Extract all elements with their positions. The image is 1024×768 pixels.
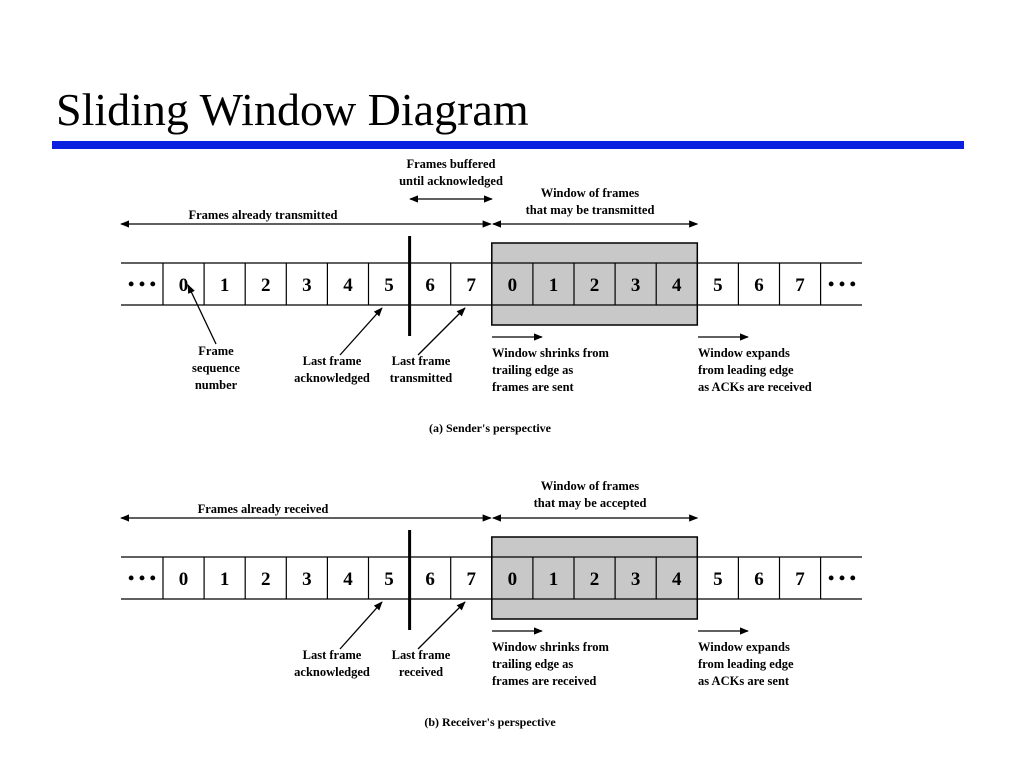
- panel-caption: (a) Sender's perspective: [429, 421, 552, 435]
- frame-cell-number: 2: [261, 275, 271, 296]
- frame-cell-number: 7: [795, 569, 805, 590]
- frame-cell-number: 7: [795, 275, 805, 296]
- buffer-label-line: Frames buffered: [407, 157, 496, 171]
- sequence-pointer-arrow: [187, 284, 217, 345]
- frame-cell-number: 6: [754, 275, 764, 296]
- frame-cell-number: 0: [179, 569, 189, 590]
- frame-cell-number: 7: [467, 569, 477, 590]
- expand-label-line: as ACKs are received: [698, 380, 812, 394]
- frame-cell-number: 4: [672, 275, 682, 296]
- shrink-label-line: Window shrinks from: [492, 640, 610, 654]
- title-underline: [52, 141, 964, 149]
- expand-label-line: from leading edge: [698, 363, 794, 377]
- panel-receiver: • • • • • • 0 1 2 3 4 5 6 7 0 1 2 3 4 5 6 7 Frames already…: [120, 479, 862, 729]
- ellipsis-right: • • •: [828, 568, 856, 588]
- shrink-label-line: trailing edge as: [492, 657, 573, 671]
- frame-cell-number: 6: [425, 275, 435, 296]
- ellipsis-left: • • •: [128, 274, 156, 294]
- frame-cell-number: 3: [631, 569, 641, 590]
- left-span-label: Frames already transmitted: [188, 208, 337, 222]
- expand-label-line: Window expands: [698, 640, 790, 654]
- frame-cell-number: 1: [549, 569, 559, 590]
- frame-cell-number: 0: [508, 275, 518, 296]
- last-frame-pointer-arrow: [417, 601, 466, 650]
- frame-cell-number: 4: [672, 569, 682, 590]
- last-ack-label-line: acknowledged: [294, 371, 370, 385]
- shrink-label-line: trailing edge as: [492, 363, 573, 377]
- last-frame-label-line: Last frame: [392, 354, 451, 368]
- last-frame-label-line: transmitted: [390, 371, 453, 385]
- last-frame-pointer-arrow: [417, 307, 466, 356]
- expand-label-line: Window expands: [698, 346, 790, 360]
- sequence-label-line: sequence: [192, 361, 240, 375]
- last-ack-label-line: Last frame: [303, 648, 362, 662]
- window-label-line: that may be accepted: [534, 496, 647, 510]
- buffer-label-line: until acknowledged: [399, 174, 503, 188]
- frame-cell-number: 5: [384, 569, 394, 590]
- frame-cell-number: 2: [261, 569, 271, 590]
- frame-cell-number: 2: [590, 275, 600, 296]
- last-ack-pointer-arrow: [339, 307, 383, 356]
- panel-sender: • • • • • • 0 1 2 3 4 5 6 7 0 1 2 3 4 5 6 7 Frames already…: [120, 157, 862, 435]
- frame-cell-number: 1: [220, 569, 230, 590]
- shrink-label-line: frames are received: [492, 674, 596, 688]
- frame-cell-number: 4: [343, 569, 353, 590]
- last-ack-label-line: acknowledged: [294, 665, 370, 679]
- frame-cell-number: 1: [549, 275, 559, 296]
- last-frame-label-line: received: [399, 665, 443, 679]
- frame-cell-number: 4: [343, 275, 353, 296]
- frame-cell-number: 6: [754, 569, 764, 590]
- last-ack-pointer-arrow: [339, 601, 383, 650]
- sequence-label-line: Frame: [198, 344, 234, 358]
- window-label-line: Window of frames: [541, 479, 640, 493]
- frame-cell-number: 0: [508, 569, 518, 590]
- frame-cell-number: 5: [713, 569, 723, 590]
- left-span-label: Frames already received: [198, 502, 329, 516]
- frame-cell-number: 5: [384, 275, 394, 296]
- frame-cell-number: 3: [302, 569, 312, 590]
- ellipsis-left: • • •: [128, 568, 156, 588]
- window-label-line: Window of frames: [541, 186, 640, 200]
- panel-caption: (b) Receiver's perspective: [424, 715, 556, 729]
- frame-cell-number: 6: [425, 569, 435, 590]
- page-title: Sliding Window Diagram: [56, 84, 529, 135]
- frame-cell-number: 5: [713, 275, 723, 296]
- frame-cell-number: 1: [220, 275, 230, 296]
- expand-label-line: as ACKs are sent: [698, 674, 790, 688]
- sequence-label-line: number: [195, 378, 238, 392]
- frame-cell-number: 3: [631, 275, 641, 296]
- frame-cell-number: 0: [179, 275, 189, 296]
- frame-cell-number: 2: [590, 569, 600, 590]
- window-box: [491, 242, 699, 326]
- window-box: [491, 536, 699, 620]
- last-ack-label-line: Last frame: [303, 354, 362, 368]
- shrink-label-line: Window shrinks from: [492, 346, 610, 360]
- frame-cell-number: 7: [467, 275, 477, 296]
- expand-label-line: from leading edge: [698, 657, 794, 671]
- window-label-line: that may be transmitted: [526, 203, 655, 217]
- frame-cell-number: 3: [302, 275, 312, 296]
- shrink-label-line: frames are sent: [492, 380, 575, 394]
- ellipsis-right: • • •: [828, 274, 856, 294]
- last-frame-label-line: Last frame: [392, 648, 451, 662]
